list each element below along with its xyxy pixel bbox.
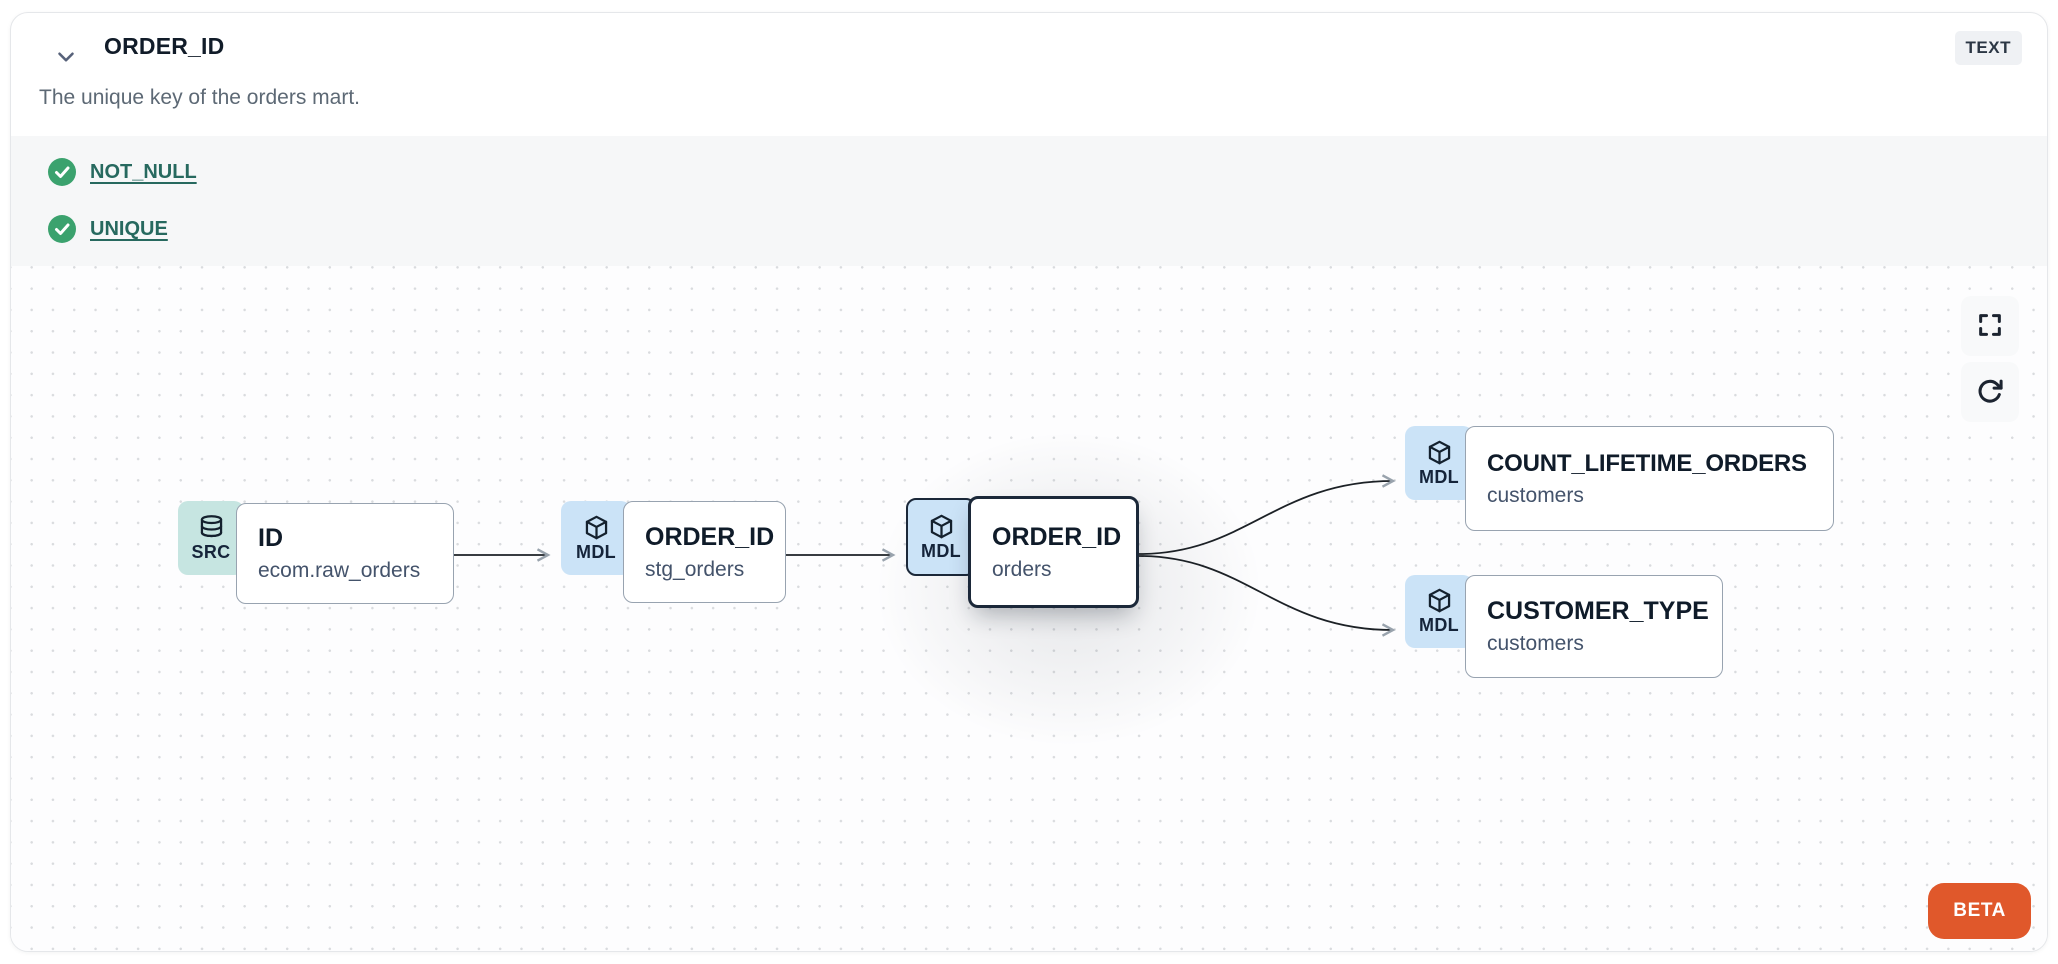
cube-icon	[1426, 587, 1453, 614]
refresh-button[interactable]	[1961, 362, 2019, 422]
node-subtitle: customers	[1487, 483, 1584, 507]
refresh-cw-icon	[1976, 377, 2004, 408]
test-link-unique[interactable]: UNIQUE	[90, 217, 168, 240]
node-body: ORDER_ID orders	[968, 496, 1139, 608]
node-body: CUSTOMER_TYPE customers	[1465, 575, 1723, 678]
check-circle-icon	[47, 214, 77, 244]
fullscreen-button[interactable]	[1961, 296, 2019, 356]
resource-badge-label: MDL	[1419, 466, 1459, 487]
resource-badge-label: MDL	[576, 541, 616, 562]
node-title: ORDER_ID	[645, 522, 775, 551]
column-details-panel: ORDER_ID TEXT The unique key of the orde…	[10, 12, 2048, 952]
column-description: The unique key of the orders mart.	[39, 86, 360, 109]
resource-badge-src: SRC	[178, 501, 244, 575]
resource-badge-label: SRC	[191, 541, 231, 562]
test-row: NOT_NULL	[47, 157, 2047, 187]
resource-badge-mdl: MDL	[561, 501, 631, 575]
node-subtitle: customers	[1487, 632, 1584, 655]
collapse-button[interactable]	[51, 43, 81, 73]
node-title: CUSTOMER_TYPE	[1487, 597, 1709, 625]
node-title: COUNT_LIFETIME_ORDERS	[1487, 449, 1807, 477]
tests-section: NOT_NULL UNIQUE	[11, 136, 2047, 266]
node-body: ORDER_ID stg_orders	[623, 501, 786, 603]
beta-badge: BETA	[1928, 883, 2031, 939]
fullscreen-icon	[1976, 311, 2004, 342]
test-row: UNIQUE	[47, 214, 2047, 244]
lineage-node-orders-selected[interactable]: MDL ORDER_ID orders	[906, 496, 1139, 610]
resource-badge-mdl: MDL	[1405, 575, 1473, 648]
lineage-node-customer-type[interactable]: MDL CUSTOMER_TYPE customers	[1405, 575, 1723, 678]
lineage-canvas[interactable]: SRC ID ecom.raw_orders MDL ORDER_ID stg_…	[11, 266, 2047, 951]
lineage-node-stg-orders[interactable]: MDL ORDER_ID stg_orders	[561, 501, 786, 603]
node-title: ORDER_ID	[992, 522, 1122, 551]
lineage-node-count-lifetime-orders[interactable]: MDL COUNT_LIFETIME_ORDERS customers	[1405, 426, 1834, 531]
resource-badge-mdl: MDL	[1405, 426, 1473, 500]
cube-icon	[928, 513, 955, 540]
check-circle-icon	[47, 157, 77, 187]
database-icon	[198, 514, 225, 541]
resource-badge-label: MDL	[1419, 615, 1459, 635]
node-body: COUNT_LIFETIME_ORDERS customers	[1465, 426, 1834, 531]
node-title: ID	[258, 524, 283, 552]
node-subtitle: orders	[992, 557, 1052, 581]
lineage-edges	[454, 474, 1396, 637]
resource-badge-mdl: MDL	[906, 498, 976, 576]
lineage-node-source-id[interactable]: SRC ID ecom.raw_orders	[178, 501, 462, 604]
cube-icon	[1426, 439, 1453, 466]
chevron-down-icon	[53, 51, 79, 73]
node-body: ID ecom.raw_orders	[236, 503, 454, 604]
node-subtitle: stg_orders	[645, 557, 745, 581]
cube-icon	[583, 514, 610, 541]
resource-badge-label: MDL	[921, 540, 961, 561]
canvas-controls	[1961, 296, 2019, 422]
column-title: ORDER_ID	[104, 33, 225, 59]
test-link-not-null[interactable]: NOT_NULL	[90, 160, 197, 183]
node-subtitle: ecom.raw_orders	[258, 559, 421, 582]
column-type-badge: TEXT	[1954, 31, 2022, 65]
